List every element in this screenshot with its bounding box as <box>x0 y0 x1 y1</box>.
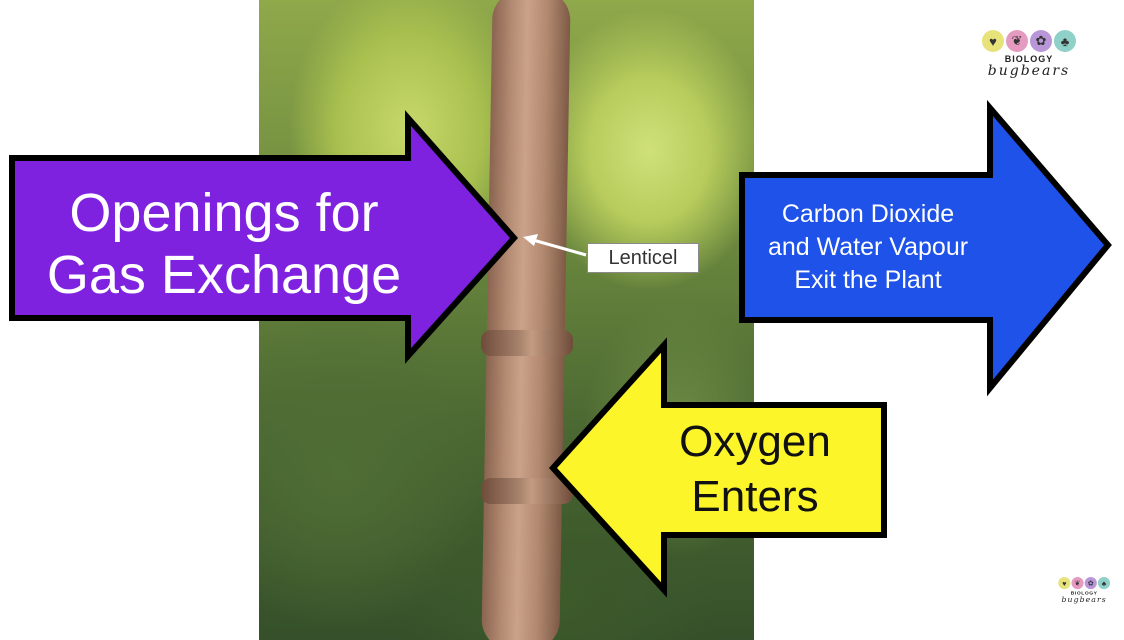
brand-name-line1: BIOLOGY <box>1004 54 1054 64</box>
brand-logo: ♥ ❦ ✿ ♣ BIOLOGY bugbears <box>982 30 1076 79</box>
stem-node <box>481 478 573 504</box>
lungs-icon: ❦ <box>1006 30 1028 52</box>
lenticel-label: Lenticel <box>587 243 699 273</box>
lenticel-pointer-line <box>532 238 587 257</box>
right-arrow-line2: and Water Vapour <box>767 233 969 261</box>
stem-node <box>481 330 573 356</box>
brand-name-line1: BIOLOGY <box>1070 590 1098 596</box>
bottom-arrow-line2: Enters <box>691 472 819 521</box>
bottom-arrow <box>548 337 887 598</box>
left-arrow-text: Openings for Gas Exchange <box>14 182 434 306</box>
brain-icon: ✿ <box>1084 577 1097 590</box>
right-arrow-line1: Carbon Dioxide <box>781 200 955 228</box>
brand-name-line2: bugbears <box>1061 595 1107 604</box>
right-arrow-text: Carbon Dioxide and Water Vapour Exit the… <box>746 198 990 297</box>
heart-icon: ♥ <box>982 30 1004 52</box>
plant-icon: ♣ <box>1097 577 1110 590</box>
left-arrow-line2: Gas Exchange <box>46 245 402 306</box>
right-arrow-line3: Exit the Plant <box>794 266 942 294</box>
bottom-arrow-text: Oxygen Enters <box>640 414 870 524</box>
brand-name-line2: bugbears <box>987 63 1071 79</box>
right-arrow <box>739 99 1112 397</box>
brand-logo-small: ♥ ❦ ✿ ♣ BIOLOGY bugbears <box>1058 577 1110 604</box>
left-arrow-line1: Openings for <box>69 183 379 243</box>
lenticel-pointer-head <box>523 234 538 246</box>
plant-icon: ♣ <box>1054 30 1076 52</box>
lungs-icon: ❦ <box>1071 577 1084 590</box>
left-arrow <box>9 110 519 364</box>
brain-icon: ✿ <box>1030 30 1052 52</box>
bottom-arrow-line1: Oxygen <box>679 417 831 466</box>
heart-icon: ♥ <box>1058 577 1071 590</box>
